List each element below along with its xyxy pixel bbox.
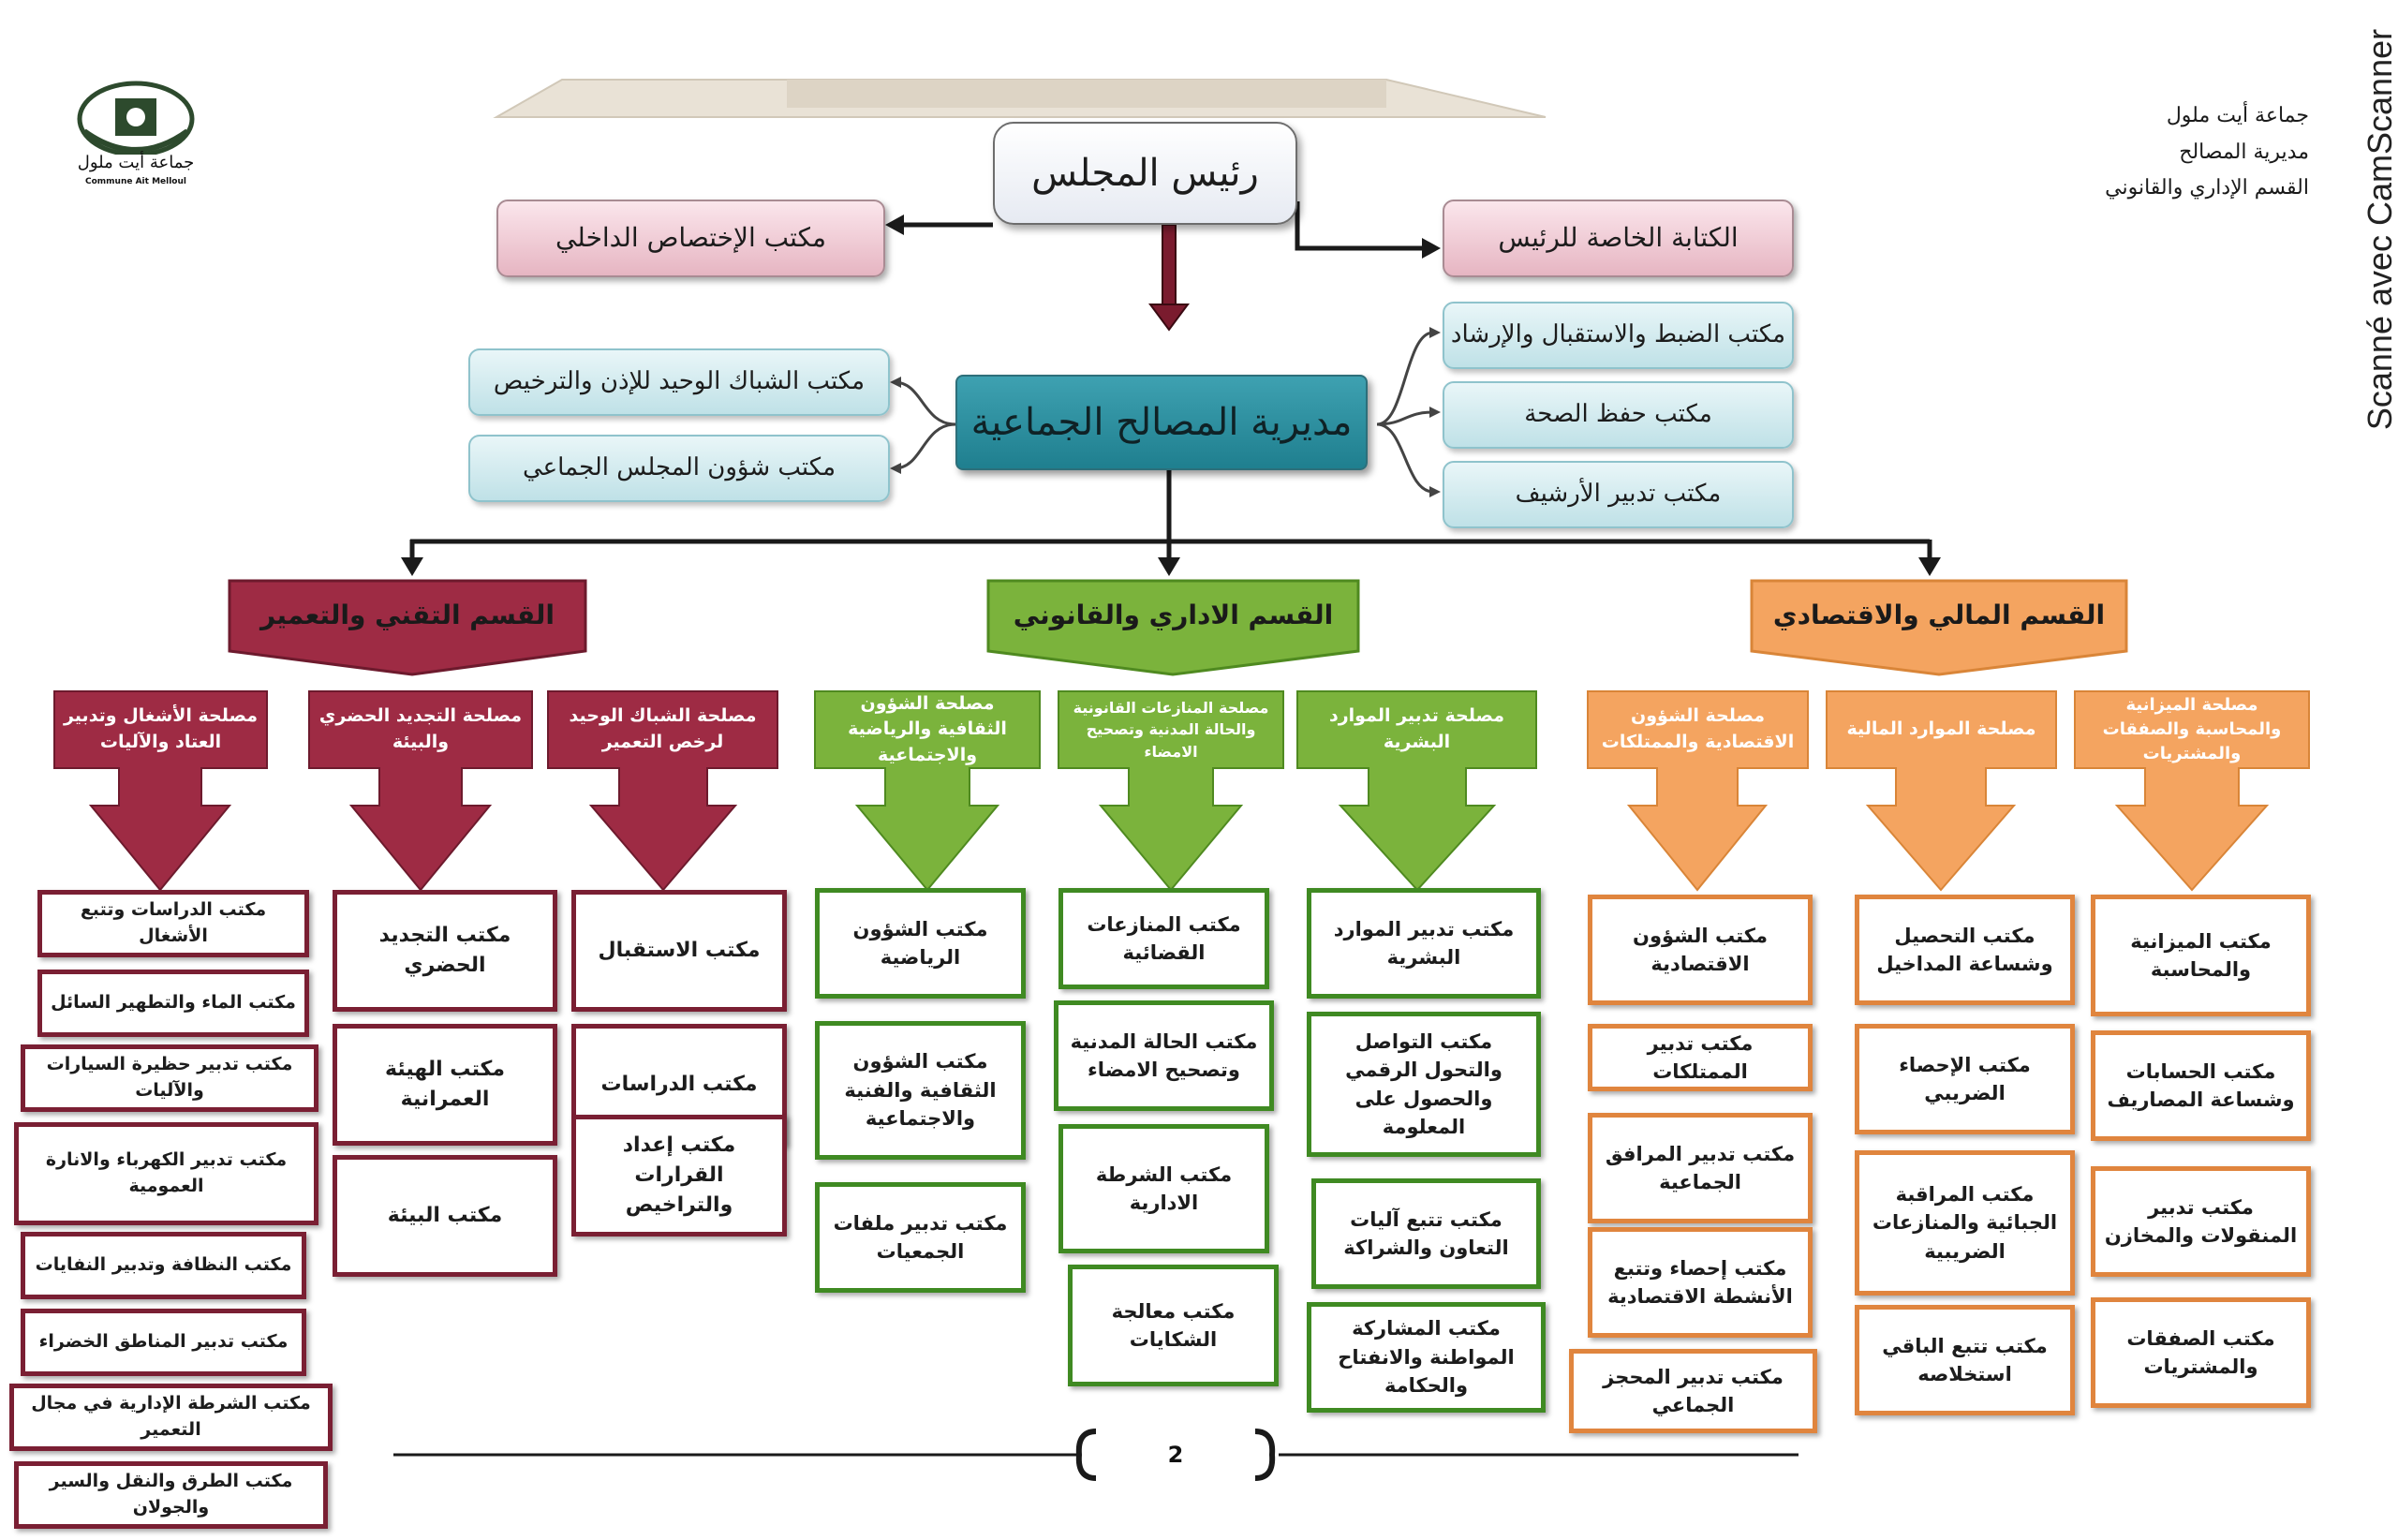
council-affairs-office: مكتب شؤون المجلس الجماعي [468,435,890,502]
office-box: مكتب الشؤون الرياضية [815,888,1026,999]
office-box: مكتب تدبير المرافق الجماعية [1588,1113,1813,1223]
office-box: مكتب الصفقات والمشتريات [2091,1297,2311,1408]
connector-president-right [1295,201,1424,251]
health-office: مكتب حفظ الصحة [1443,381,1794,449]
office-box: مكتب الماء والتطهير السائل [37,970,309,1037]
office-box: مكتب النظافة وتدبير النفايات [21,1232,306,1299]
connector-dir-left-2 [894,422,956,470]
banner-shape-tech [228,579,587,676]
office-box: مكتب تدبير حظيرة السيارات والآليات [21,1044,318,1112]
service-finance-economic: مصلحة الشؤون الاقتصادية والممتلكات [1601,705,1795,752]
page-bracket-right [1254,1429,1276,1481]
office-box: مكتب تدبير الكهرباء والانارة العمومية [14,1122,318,1225]
arrowhead [1429,486,1441,497]
arrowhead [1158,557,1180,576]
arrowhead [890,463,901,474]
office-box: مكتب إحصاء وتتبع الأنشطة الاقتصادية [1588,1227,1813,1338]
scanner-watermark-text: Scanné avec CamScanner [2361,28,2398,431]
office-box: مكتب الهيئة العمرانية [333,1024,557,1146]
logo: جماعة أيت ملول Commune Ait Melloul [42,80,229,192]
office-box: مكتب إعداد القرارات والتراخيص [571,1115,787,1236]
directorate-box: مديرية المصالح الجماعية [955,375,1368,470]
office-box: مكتب الميزانية والمحاسبة [2091,895,2311,1016]
service-admin-hr: مصلحة تدبير الموارد البشرية [1328,705,1504,752]
archive-office: مكتب تدبير الأرشيف [1443,461,1794,528]
one-stop-permit-office: مكتب الشباك الوحيد للإذن والترخيص [468,348,890,416]
office-box: مكتب تدبير الموارد البشرية [1307,888,1541,999]
office-box: مكتب معالجة الشكايات [1068,1265,1279,1386]
office-box: مكتب تدبير المنقولات والمخازن [2091,1166,2311,1277]
banner-shape-finance [1750,579,2128,676]
office-box: مكتب الشرطة الإدارية في مجال التعمير [9,1384,333,1451]
header-line: القسم الإداري والقانوني [2105,176,2309,200]
office-box: مكتب الشؤون الاقتصادية [1588,895,1813,1005]
logo-caption: جماعة أيت ملول [77,153,195,172]
connector-dir-left-1 [894,380,956,426]
arrowhead [1429,407,1441,418]
division-tech: القسم التقني والتعمير [259,600,555,631]
president-private-secretariat: الكتابة الخاصة للرئيس [1443,200,1794,277]
office-box: مكتب المشاركة المواطنة والانفتاح والحكام… [1307,1302,1546,1413]
arrowhead [1429,327,1441,338]
arrowhead [401,557,423,576]
service-shapes-tech [53,690,778,892]
scanner-watermark: Scanné avec CamScanner [2361,19,2398,440]
office-box: مكتب الإحصاء الضريبي [1855,1024,2075,1134]
office-box: مكتب الطرق والنقل والسير والجولان [14,1461,328,1529]
service-tech-renewal: مصلحة التجديد الحضري والبيئة [318,705,523,752]
office-box: مكتب الحسابات وشساعة المصاريف [2091,1030,2311,1141]
connector-dir-right-1 [1376,331,1434,426]
office-box: مكتب الحالة المدنية وتصحيح الامضاء [1054,1000,1274,1111]
connector-president-directorate [1162,224,1177,310]
office-box: مكتب تدبير الممتلكات [1588,1024,1813,1091]
president-box: رئيس المجلس [993,122,1297,225]
division-admin: القسم الاداري والقانوني [1013,600,1334,631]
office-box: مكتب تتبع آليات التعاون والشراكة [1311,1178,1541,1289]
arrowhead [890,377,901,388]
header-block: جماعة أيت ملول مديرية المصالح القسم الإد… [2009,98,2309,207]
logo-subcaption: Commune Ait Melloul [85,177,186,186]
office-box: مكتب الاستقبال [571,890,787,1012]
arrowhead [1918,557,1941,576]
header-line: مديرية المصالح [2179,140,2309,164]
arrowhead [1148,304,1190,332]
office-box: مكتب التواصل والتحول الرقمي والحصول على … [1307,1012,1541,1157]
office-box: مكتب الشرطة الادارية [1058,1124,1269,1253]
service-tech-works: مصلحة الأشغال وتدبير العتاد والآليات [63,705,258,752]
office-box: مكتب تدبير المحجز الجماعي [1569,1349,1817,1433]
header-line: جماعة أيت ملول [2166,104,2309,127]
internal-competence-office: مكتب الإختصاص الداخلي [496,200,885,277]
service-finance-budget: مصلحة الميزانية والمحاسبة والصفقات والمش… [2102,694,2282,764]
office-box: مكتب الشؤون الثقافية والفنية والاجتماعية [815,1021,1026,1160]
banner-shape-admin [986,579,1360,676]
office-box: مكتب المراقبة الجبائية والمنازعات الضريب… [1855,1150,2075,1296]
service-shapes-admin [814,690,1537,892]
office-box: مكتب الدراسات وتتبع الأشغال [37,890,309,957]
page-number: 2 [1167,1441,1184,1468]
division-finance: القسم المالي والاقتصادي [1772,600,2106,631]
logo-emblem [77,81,195,157]
office-box: مكتب البيئة [333,1155,557,1277]
arrowhead [885,215,904,235]
office-box: مكتب التجديد الحضري [333,890,557,1012]
service-tech-one-stop: مصلحة الشباك الوحيد لرخص التعمير [569,705,757,752]
office-box: مكتب تدبير ملفات الجمعيات [815,1182,1026,1293]
connector-dir-right-3 [1376,422,1434,494]
top-decoration-band [787,80,1386,108]
service-admin-culture: مصلحة الشؤون الثقافية والرياضية والاجتما… [848,692,1007,765]
office-box: مكتب تتبع الباقي استخلاصه [1855,1305,2075,1415]
office-box: مكتب تدبير المناطق الخضراء [21,1309,306,1376]
service-admin-legal: مصلحة المنازعات القانونية والحالة المدني… [1073,699,1269,761]
connector-dir-right-2 [1376,410,1434,426]
office-box: مكتب المنازعات القضائية [1058,888,1269,989]
reception-office: مكتب الضبط والاستقبال والإرشاد [1443,302,1794,369]
arrowhead [1422,238,1441,259]
office-box: مكتب التحصيل وشساعة المداخيل [1855,895,2075,1005]
service-finance-resources: مصلحة الموارد المالية [1846,718,2036,740]
page-bracket-left [1075,1429,1097,1481]
service-shapes-finance [1587,690,2310,892]
